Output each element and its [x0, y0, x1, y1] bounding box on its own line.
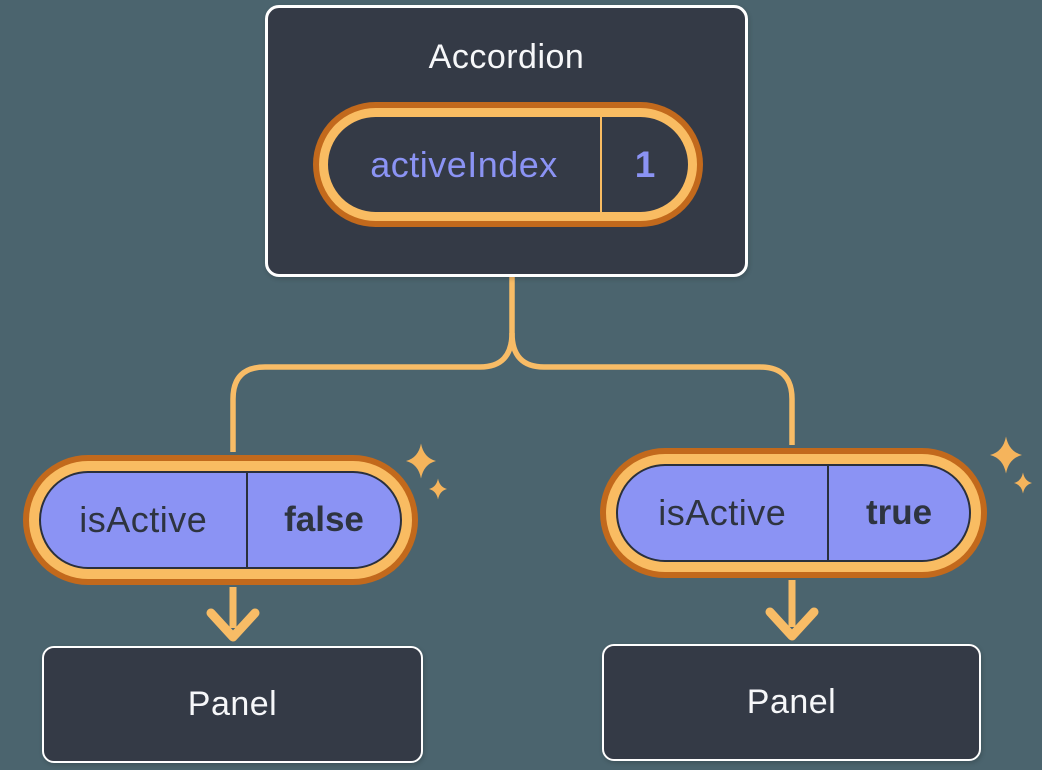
sparkle-icon: [990, 436, 1032, 494]
prop-pill-isactive-false: isActive false: [39, 471, 402, 569]
panel-node-left: Panel: [42, 646, 423, 763]
arrow-left-head-icon: [206, 608, 260, 642]
prop-pill-isactive-true: isActive true: [616, 464, 971, 562]
accordion-node: Accordion activeIndex 1: [265, 5, 748, 277]
panel-title: Panel: [187, 685, 278, 723]
state-value: 1: [634, 143, 656, 185]
accordion-title: Accordion: [428, 38, 585, 76]
pill-divider: [600, 117, 602, 212]
pill-divider: [245, 473, 248, 567]
connector-branch-left: [230, 332, 515, 452]
connector-branch-right: [509, 332, 795, 445]
pill-divider: [826, 466, 829, 560]
arrow-right-head-icon: [765, 607, 819, 641]
arrow-left: [206, 587, 260, 642]
prop-name: isActive: [79, 499, 208, 540]
prop-value: true: [865, 493, 933, 532]
panel-node-right: Panel: [602, 644, 981, 761]
arrow-right: [765, 580, 819, 641]
panel-title: Panel: [746, 683, 837, 721]
state-name: activeIndex: [370, 143, 558, 185]
prop-value: false: [284, 500, 364, 539]
sparkle-icon: [406, 443, 447, 500]
state-pill-activeindex: activeIndex 1: [319, 108, 697, 221]
prop-name: isActive: [658, 492, 787, 533]
